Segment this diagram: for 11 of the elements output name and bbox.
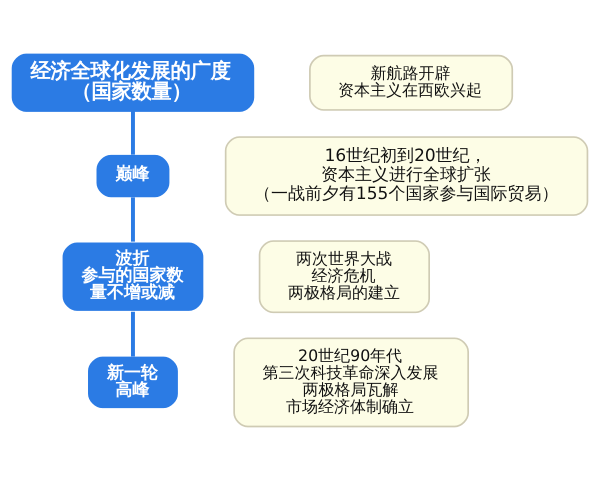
node-box: 巅峰 — [96, 154, 170, 197]
node-box: 新一轮高峰 — [88, 356, 178, 408]
node-box: 20世纪90年代 第三次科技革命深入发展 两极格局瓦解 市场经济体制确立 — [233, 336, 470, 427]
node-box: 两次世界大战 经济危机 两极格局的建立 — [258, 240, 430, 313]
node-box: 波折 参与的国家数量不增或减 — [62, 242, 204, 310]
node-box: 经济全球化发展的广度 （国家数量） — [12, 53, 254, 112]
node-box: 新航路开辟 资本主义在西欧兴起 — [309, 54, 514, 110]
connector — [130, 311, 135, 356]
connector — [130, 197, 135, 242]
node-box: 16世纪初到20世纪，资本主义进行全球扩张 （一战前夕有155个国家参与国际贸易） — [224, 136, 588, 216]
connector — [130, 110, 135, 154]
